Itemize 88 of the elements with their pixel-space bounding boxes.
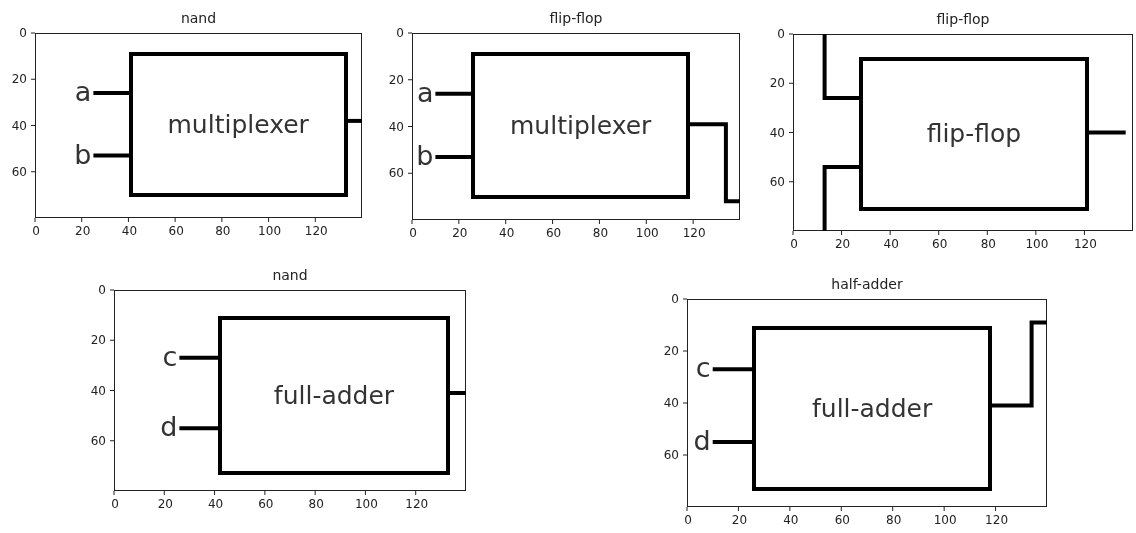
plot-title: flip-flop bbox=[548, 10, 604, 26]
tick-label: 20 bbox=[90, 333, 106, 348]
plot-title: nand bbox=[179, 10, 218, 26]
wire bbox=[435, 154, 473, 159]
tick-label: 20 bbox=[769, 76, 785, 91]
tick-label: 60 bbox=[834, 513, 850, 527]
tick-label: 20 bbox=[11, 72, 27, 87]
tick-label: 40 bbox=[883, 237, 899, 251]
tick-label: 40 bbox=[388, 119, 404, 134]
wire bbox=[990, 320, 1047, 408]
tick-label: 80 bbox=[308, 497, 324, 511]
tick-label: 60 bbox=[168, 224, 184, 238]
tick-label: 120 bbox=[304, 224, 328, 238]
tick-label: 40 bbox=[11, 118, 27, 133]
input-label: b bbox=[74, 140, 92, 168]
tick-label: 0 bbox=[19, 26, 27, 40]
component-box: multiplexer bbox=[128, 51, 348, 197]
input-label: d bbox=[160, 413, 178, 441]
tick-label: 60 bbox=[769, 174, 785, 189]
tick-label: 120 bbox=[1073, 237, 1097, 251]
tick-label: 60 bbox=[932, 237, 948, 251]
tick-label: 20 bbox=[834, 237, 851, 251]
tick-label: 40 bbox=[783, 513, 799, 527]
component-box: full-adder bbox=[751, 325, 993, 491]
tick-label: 0 bbox=[111, 497, 119, 511]
input-label: c bbox=[695, 354, 711, 382]
input-label: c bbox=[162, 342, 178, 370]
tick-label: 60 bbox=[90, 433, 106, 448]
plot-title: nand bbox=[271, 267, 309, 283]
plot-title: flip-flop bbox=[935, 11, 991, 27]
tick-label: 20 bbox=[75, 224, 91, 238]
input-label: b bbox=[416, 141, 434, 169]
tick-label: 60 bbox=[545, 226, 562, 240]
wire bbox=[93, 153, 131, 158]
wire bbox=[345, 118, 362, 123]
wire bbox=[448, 391, 466, 395]
wire bbox=[822, 165, 861, 231]
tick-label: 0 bbox=[396, 26, 404, 40]
input-label: a bbox=[74, 78, 92, 106]
tick-label: 100 bbox=[635, 226, 659, 240]
tick-label: 0 bbox=[684, 513, 692, 527]
tick-label: 20 bbox=[663, 344, 679, 358]
component-box: flip-flop bbox=[859, 56, 1089, 211]
component-box: multiplexer bbox=[470, 52, 691, 199]
tick-label: 120 bbox=[405, 497, 429, 511]
plot-title: half-adder bbox=[830, 276, 904, 292]
tick-label: 40 bbox=[663, 396, 679, 410]
tick-label: 20 bbox=[388, 72, 404, 87]
tick-label: 20 bbox=[157, 497, 173, 511]
tick-label: 80 bbox=[215, 224, 231, 238]
tick-label: 40 bbox=[207, 497, 224, 511]
wire bbox=[712, 367, 754, 372]
tick-label: 80 bbox=[592, 226, 609, 240]
wire bbox=[93, 91, 131, 96]
wire bbox=[179, 426, 220, 431]
tick-label: 0 bbox=[409, 226, 417, 240]
tick-label: 100 bbox=[258, 224, 281, 238]
tick-label: 100 bbox=[354, 497, 378, 511]
tick-label: 60 bbox=[663, 448, 679, 462]
tick-label: 40 bbox=[90, 383, 106, 398]
wire bbox=[435, 91, 473, 96]
tick-label: 120 bbox=[682, 226, 706, 240]
tick-label: 20 bbox=[731, 513, 748, 527]
tick-label: 40 bbox=[121, 224, 138, 238]
wire bbox=[712, 440, 754, 444]
wire bbox=[179, 355, 220, 360]
tick-label: 80 bbox=[980, 237, 996, 251]
input-label: a bbox=[416, 78, 434, 106]
tick-label: 20 bbox=[452, 226, 468, 240]
tick-label: 0 bbox=[98, 283, 106, 297]
wire bbox=[822, 34, 861, 100]
input-label: d bbox=[693, 427, 711, 454]
tick-label: 100 bbox=[1025, 237, 1049, 251]
tick-label: 0 bbox=[671, 292, 679, 306]
component-box: full-adder bbox=[217, 315, 451, 476]
wire bbox=[688, 122, 740, 204]
tick-label: 60 bbox=[11, 164, 27, 179]
wire bbox=[1086, 130, 1126, 135]
tick-label: 100 bbox=[933, 513, 957, 527]
tick-label: 80 bbox=[886, 513, 902, 527]
tick-label: 40 bbox=[499, 226, 515, 240]
tick-label: 60 bbox=[388, 166, 404, 181]
tick-label: 60 bbox=[258, 497, 274, 511]
tick-label: 40 bbox=[769, 125, 785, 140]
tick-label: 0 bbox=[32, 224, 40, 238]
tick-label: 120 bbox=[985, 513, 1008, 527]
tick-label: 0 bbox=[790, 237, 798, 251]
tick-label: 0 bbox=[777, 27, 785, 41]
